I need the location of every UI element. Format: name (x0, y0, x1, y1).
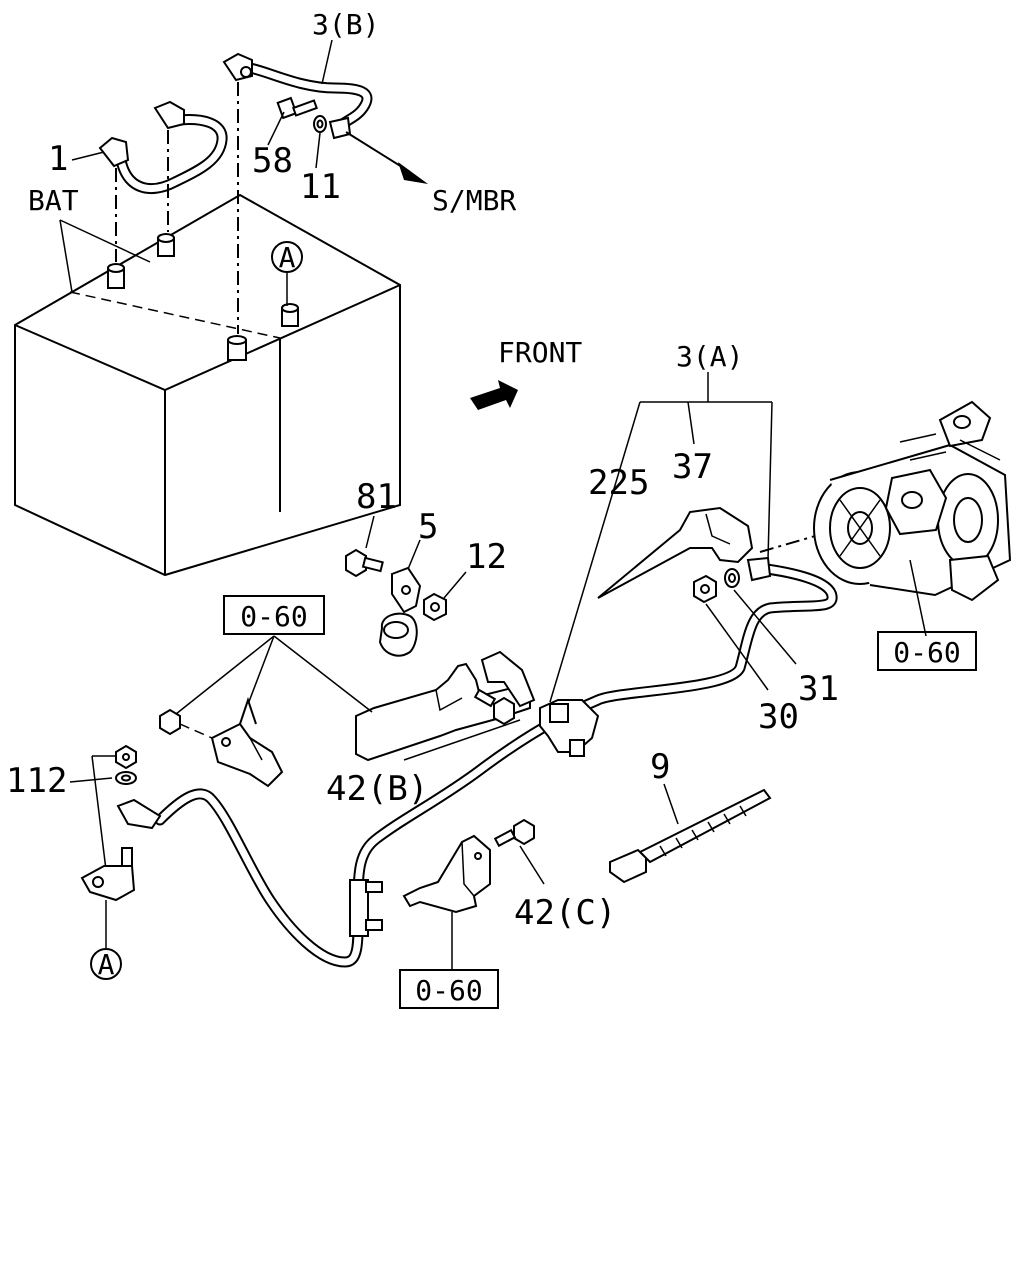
bracket-bottom (402, 834, 491, 914)
nut-left-bracket (159, 708, 213, 739)
battery-terminal-mid (157, 233, 175, 257)
bat-label: BAT (28, 184, 79, 217)
battery-terminal-left (107, 263, 125, 289)
part-30-label: 30 (758, 697, 799, 737)
part-31-label: 31 (798, 669, 839, 709)
terminal-1-cable (98, 100, 228, 262)
smbr-arrow (345, 131, 428, 184)
nut-30 (693, 574, 717, 604)
part-225-label: 225 (588, 463, 649, 503)
ref-060-left: 0-60 (223, 595, 325, 635)
front-label: FRONT (498, 336, 582, 369)
cable-tie-9 (609, 788, 772, 884)
clip-225 (539, 699, 600, 757)
svg-text:A: A (98, 948, 115, 981)
battery-clamp (80, 847, 136, 902)
starter-motor (759, 400, 1012, 602)
washer-11 (313, 115, 327, 133)
part-81-label: 81 (356, 477, 397, 517)
svg-text:0-60: 0-60 (240, 600, 307, 633)
part-37-label: 37 (672, 447, 713, 487)
bolt-81 (345, 548, 384, 578)
cable-3a (116, 556, 838, 968)
svg-text:0-60: 0-60 (415, 974, 482, 1007)
bolt-58 (276, 96, 318, 120)
ref-a-top: A (271, 241, 303, 306)
part-58-label: 58 (252, 141, 293, 181)
smbr-label: S/MBR (432, 184, 516, 217)
bracket-left (210, 696, 284, 788)
cable-3b (222, 52, 373, 334)
bolt-42b (473, 688, 515, 726)
part-9-label: 9 (650, 747, 670, 787)
washer-31 (724, 568, 740, 588)
bolt-42c (493, 818, 535, 848)
washer-112 (115, 771, 137, 785)
part-42b-label: 42(B) (326, 769, 428, 809)
part-12-label: 12 (466, 537, 507, 577)
battery-terminal-main (227, 335, 247, 361)
part-112-label: 112 (6, 761, 67, 801)
clamp-5 (378, 566, 422, 657)
clip-small (365, 881, 383, 931)
cable-3b-label: 3(B) (312, 8, 379, 41)
front-arrow-icon (470, 380, 518, 410)
battery-terminal-ref-a (281, 303, 299, 327)
svg-text:A: A (279, 241, 296, 274)
part-42c-label: 42(C) (514, 893, 616, 933)
nut-112 (115, 744, 137, 770)
ref-a-bottom: A (90, 948, 122, 981)
part-5-label: 5 (418, 507, 438, 547)
cable-3a-label: 3(A) (676, 340, 743, 373)
svg-text:0-60: 0-60 (893, 636, 960, 669)
bracket-42b (355, 650, 536, 762)
ref-060-bottom: 0-60 (399, 969, 499, 1009)
boot-37 (597, 506, 754, 599)
battery (14, 193, 401, 577)
part-11-label: 11 (300, 167, 341, 207)
ref-060-right: 0-60 (877, 631, 977, 671)
part-1-label: 1 (48, 139, 68, 179)
nut-12 (423, 592, 447, 622)
